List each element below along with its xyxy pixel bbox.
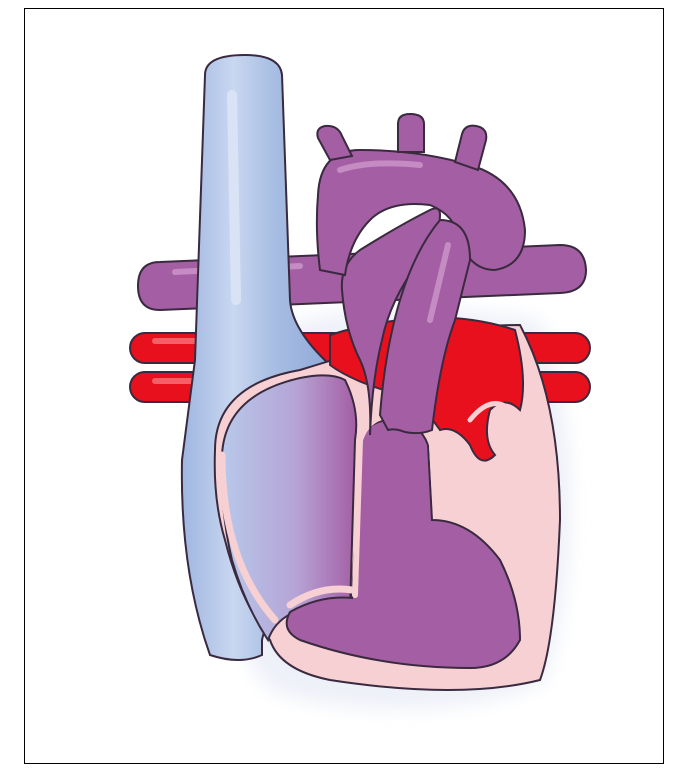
- heart-diagram: [0, 0, 688, 776]
